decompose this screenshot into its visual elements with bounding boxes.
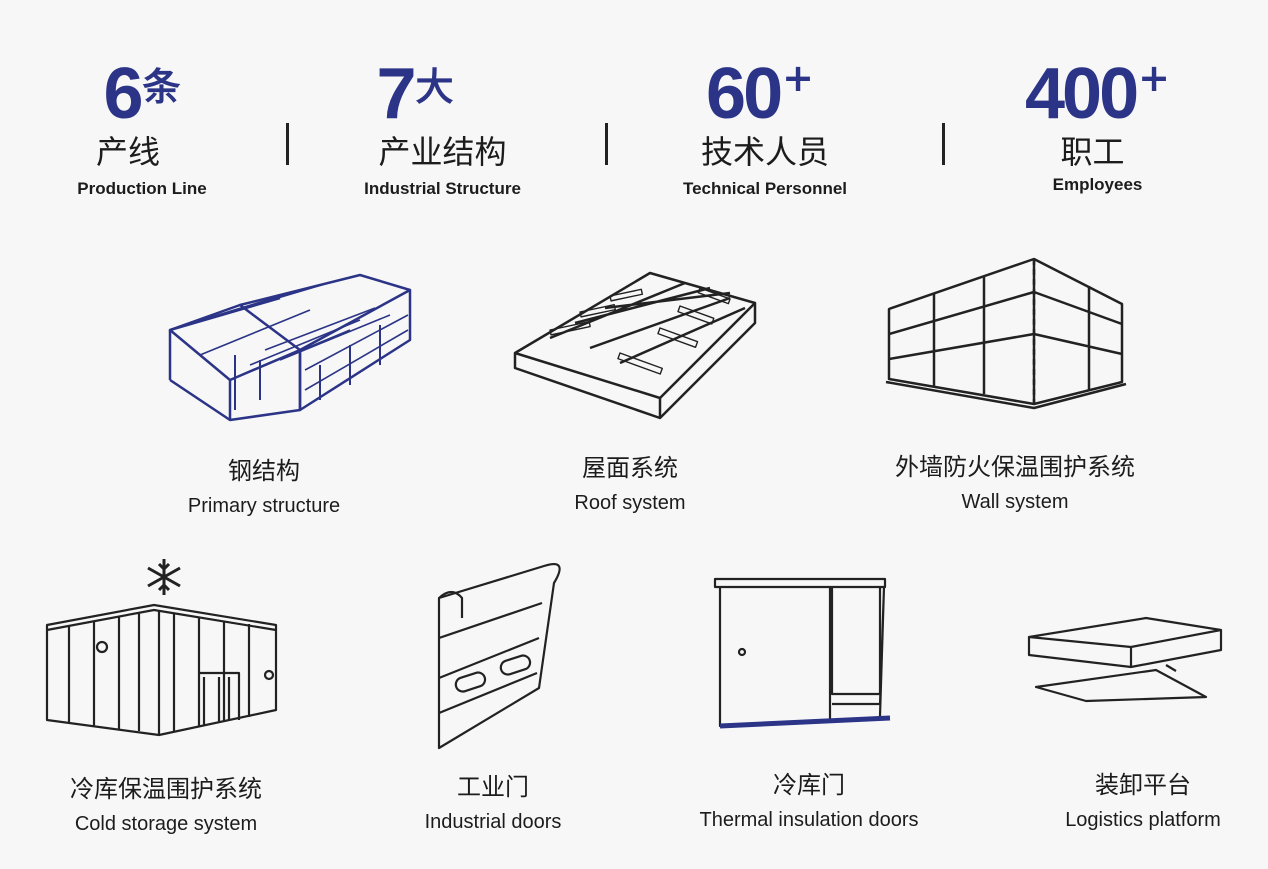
item-label-zh: 装卸平台 [1095, 771, 1191, 799]
divider [286, 123, 289, 165]
item-label-en: Wall system [961, 491, 1069, 513]
stat-suffix: 大 [415, 65, 454, 109]
item-industrial-doors: 工业门 Industrial doors [400, 772, 586, 836]
stat-number: 6 [103, 54, 143, 134]
stat-number: 400 [1025, 54, 1139, 134]
industrial-door-icon [437, 562, 561, 750]
roof-panel-icon [513, 271, 757, 420]
stat-technical-personnel: 60+ 技术人员 Technical Personnel [665, 54, 865, 200]
item-wall-system: 外墙防火保温围护系统 Wall system [870, 452, 1160, 516]
item-label-en: Roof system [574, 492, 686, 514]
stat-label-zh: 产业结构 [378, 133, 507, 171]
stat-label-en: Employees [1052, 175, 1143, 194]
stat-label-en: Industrial Structure [364, 179, 521, 198]
stat-industrial-structure: 7大 产业结构 Industrial Structure [345, 58, 540, 200]
stat-label-en: Technical Personnel [682, 179, 848, 198]
stat-suffix: + [1138, 56, 1170, 100]
item-primary-structure: 钢结构 Primary structure [164, 456, 364, 520]
stat-label-zh: 职工 [1060, 133, 1125, 171]
item-cold-storage-system: 冷库保温围护系统 Cold storage system [46, 774, 286, 838]
stat-label-zh: 技术人员 [700, 133, 829, 171]
snowflake-icon [147, 559, 181, 595]
dock-platform-icon [1027, 616, 1223, 703]
item-roof-system: 屋面系统 Roof system [530, 453, 730, 517]
item-label-en: Logistics platform [1065, 809, 1221, 831]
wall-panel-icon [885, 257, 1127, 410]
item-thermal-insulation-doors: 冷库门 Thermal insulation doors [670, 770, 948, 834]
steel-frame-icon [168, 273, 412, 422]
item-label-zh: 外墙防火保温围护系统 [895, 453, 1135, 481]
item-label-zh: 冷库保温围护系统 [70, 775, 262, 803]
stat-number: 7 [376, 54, 416, 134]
stat-employees: 400+ 职工 Employees [1005, 54, 1190, 196]
item-label-zh: 钢结构 [228, 457, 300, 485]
divider [605, 123, 608, 165]
item-logistics-platform: 装卸平台 Logistics platform [1040, 770, 1246, 834]
item-label-en: Thermal insulation doors [699, 809, 919, 831]
stat-production-line: 6条 产线 Production Line [62, 58, 222, 200]
item-label-zh: 冷库门 [773, 771, 845, 799]
cold-storage-icon [45, 559, 278, 737]
stat-label-zh: 产线 [95, 133, 160, 171]
item-label-en: Primary structure [187, 495, 341, 517]
item-label-zh: 屋面系统 [582, 454, 678, 482]
item-label-en: Cold storage system [74, 813, 258, 835]
item-label-zh: 工业门 [457, 773, 529, 801]
item-label-en: Industrial doors [424, 811, 562, 833]
stat-number: 60 [706, 54, 783, 134]
divider [942, 123, 945, 165]
stat-suffix: + [782, 56, 814, 100]
stat-suffix: 条 [142, 65, 181, 109]
stat-label-en: Production Line [77, 179, 207, 198]
thermal-door-icon [713, 577, 891, 729]
